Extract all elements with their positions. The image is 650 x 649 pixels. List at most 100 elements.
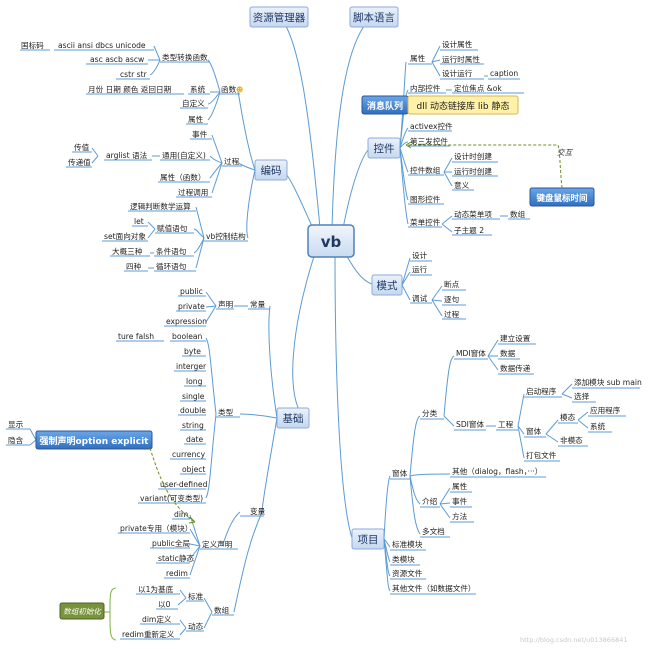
app-node[interactable]: 应用程序 (590, 405, 621, 415)
hide-node[interactable]: 隐含 (8, 435, 24, 445)
system-node[interactable]: 系统 (190, 84, 206, 94)
custom-node[interactable]: 自定义 (182, 98, 205, 108)
run-create-node[interactable]: 运行时创建 (454, 166, 492, 176)
array-init-callout[interactable]: 数组初始化 (59, 602, 105, 620)
nonmodal-node[interactable]: 非模态 (560, 435, 583, 445)
static-node[interactable]: static静态 (158, 553, 194, 563)
public-global-node[interactable]: public全局 (152, 538, 190, 548)
cstr-group-node[interactable]: cstr str (120, 70, 148, 79)
graphics-node[interactable]: 图形控件 (410, 194, 441, 204)
project2-node[interactable]: 工程 (498, 420, 514, 429)
proc-call-node[interactable]: 过程调用 (178, 187, 208, 197)
event-node2[interactable]: 事件 (452, 496, 468, 506)
true-false-node[interactable]: ture falsh (118, 332, 154, 341)
option-explicit-callout[interactable]: 强制声明option explicit (35, 430, 153, 450)
step-node[interactable]: 逐句 (444, 294, 459, 304)
menu-node[interactable]: 菜单控件 (410, 217, 441, 227)
functions-node[interactable]: 函数 (221, 84, 237, 94)
procedure-node[interactable]: 过程 (444, 309, 460, 319)
type-interger[interactable]: interger (176, 362, 207, 371)
four-node[interactable]: 四种 (126, 261, 142, 271)
build-node[interactable]: 建立设置 (500, 333, 531, 343)
topic-project[interactable]: 项目 (351, 528, 385, 550)
select-node[interactable]: 选择 (574, 391, 590, 401)
declare-node[interactable]: 声明 (218, 299, 234, 309)
asc-group-node[interactable]: asc ascb ascw (90, 55, 144, 64)
loop-node[interactable]: 循环语句 (156, 261, 186, 271)
type-currency[interactable]: currency (172, 450, 206, 459)
keyboard-callout[interactable]: 键盘鼠标时间 (529, 187, 595, 207)
res-file-node[interactable]: 资源文件 (392, 568, 423, 578)
topic-resource[interactable]: 资源管理器 (249, 6, 309, 28)
set-obj-node[interactable]: set面向对象 (104, 231, 146, 241)
msg-queue-callout[interactable]: 消息队列 (361, 95, 409, 115)
topic-basics[interactable]: 基础 (276, 407, 310, 429)
data-pass-node[interactable]: 数据传递 (500, 363, 531, 373)
design-create-node[interactable]: 设计时创建 (454, 151, 492, 161)
dim-node[interactable]: dim (174, 510, 188, 519)
startup-node[interactable]: 启动程序 (526, 386, 557, 396)
array-node[interactable]: 数组 (214, 605, 230, 615)
public-node[interactable]: public (180, 287, 203, 296)
date-group-node[interactable]: 月份 日期 颜色 返回日期 (88, 84, 172, 94)
topic-coding[interactable]: 编码 (254, 159, 288, 181)
conv-funcs-node[interactable]: 类型转换函数 (162, 52, 208, 62)
intro-node[interactable]: 介绍 (422, 496, 438, 506)
modal-node[interactable]: 模态 (560, 412, 576, 422)
func-attr-node[interactable]: 属性 (188, 114, 204, 124)
ascii-group-node[interactable]: ascii ansi dbcs unicode (58, 41, 146, 50)
type-double[interactable]: double (180, 406, 206, 415)
other-file-node[interactable]: 其他文件（如数据文件） (392, 583, 476, 593)
process-node[interactable]: 过程 (224, 156, 240, 166)
topic-script[interactable]: 脚本语言 (349, 6, 399, 28)
third-node[interactable]: 第三发控件 (410, 136, 448, 146)
design-prop-node[interactable]: 设计属性 (442, 39, 473, 49)
multidoc-node[interactable]: 多文档 (422, 526, 445, 536)
property-node[interactable]: 属性 (410, 53, 426, 63)
caption-node[interactable]: caption (490, 69, 518, 78)
ctrl-array-node[interactable]: 控件数组 (410, 165, 441, 175)
expression-node[interactable]: expression (166, 317, 207, 326)
dim-def-node[interactable]: dim定义 (142, 614, 172, 624)
dyn-menu-node[interactable]: 动态菜单项 (454, 209, 492, 219)
internal-node[interactable]: 内部控件 (410, 83, 441, 93)
type-variant[interactable]: variant(可变类型) (140, 493, 203, 503)
sub2-node[interactable]: 子主题 2 (454, 225, 484, 235)
standard-node[interactable]: 标准 (188, 591, 204, 601)
system-node2[interactable]: 系统 (590, 421, 606, 431)
dll-callout[interactable]: dll 动态链接库 lib 静态 (407, 95, 519, 115)
type-node[interactable]: 类型 (218, 407, 234, 417)
type-long[interactable]: long (186, 377, 203, 386)
cond-node[interactable]: 条件语句 (156, 246, 186, 256)
code-std-node[interactable]: 国标码 (21, 40, 44, 50)
logic-node[interactable]: 逻辑判断数学运算 (130, 201, 191, 211)
design-node[interactable]: 设计 (412, 250, 428, 260)
run-node[interactable]: 运行 (412, 264, 428, 274)
private-node[interactable]: private (178, 302, 205, 311)
arglist-node[interactable]: arglist 语法 (106, 150, 148, 160)
variable-node[interactable]: 变量 (250, 506, 266, 516)
activex-node[interactable]: activex控件 (410, 121, 453, 131)
type-byte[interactable]: byte (184, 347, 201, 356)
method-node[interactable]: 方法 (452, 511, 468, 521)
redim-node[interactable]: redim (166, 569, 188, 578)
def-declare-node[interactable]: 定义声明 (202, 539, 233, 549)
std-module-node[interactable]: 标准模块 (392, 539, 423, 549)
runtime-prop-node[interactable]: 运行时属性 (442, 54, 480, 64)
other-node[interactable]: 其他（dialog，flash，···） (452, 466, 542, 476)
event-node[interactable]: 事件 (192, 129, 208, 139)
pass-addr-node[interactable]: 传递值 (68, 157, 91, 167)
general-node[interactable]: 通用(自定义) (162, 150, 206, 160)
type-boolean[interactable]: boolean (172, 332, 203, 341)
topic-mode[interactable]: 模式 (371, 274, 403, 296)
center-node[interactable]: vb (307, 224, 355, 258)
vb-ctrl-node[interactable]: vb控制结构 (206, 231, 246, 241)
type-object[interactable]: object (182, 465, 205, 474)
let-node[interactable]: let (134, 217, 144, 226)
base1-node[interactable]: 以1为基底 (138, 584, 174, 594)
topic-controls[interactable]: 控件 (367, 137, 401, 159)
private-mod-node[interactable]: private专用（模块） (120, 523, 192, 533)
debug-node[interactable]: 调试 (412, 293, 428, 303)
three-node[interactable]: 大概三种 (112, 246, 143, 256)
attr-func-node[interactable]: 属性（函数） (160, 172, 206, 182)
